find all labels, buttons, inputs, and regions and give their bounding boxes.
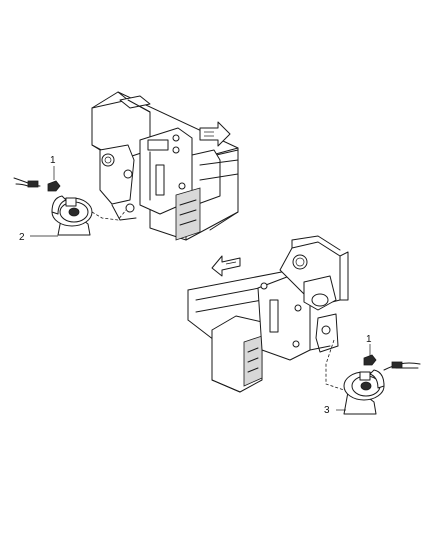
upper-frame-assembly (91, 91, 239, 241)
wire-harness-upper (13, 177, 41, 188)
lower-frame-assembly (187, 235, 349, 393)
front-arrow-icon (199, 121, 231, 147)
callout-1-upper: 1 (50, 155, 56, 166)
callout-1-lower: 1 (366, 334, 372, 345)
horn-upper (51, 195, 93, 236)
wire-harness-lower (383, 361, 421, 371)
nut-upper (47, 180, 61, 192)
nut-lower (363, 354, 377, 366)
callout-2: 2 (19, 232, 25, 243)
callout-3: 3 (324, 405, 330, 416)
mount-lead-upper (91, 209, 127, 221)
horn-lower (343, 369, 385, 415)
mount-lead-lower (325, 339, 351, 393)
front-arrow-icon (211, 255, 241, 277)
